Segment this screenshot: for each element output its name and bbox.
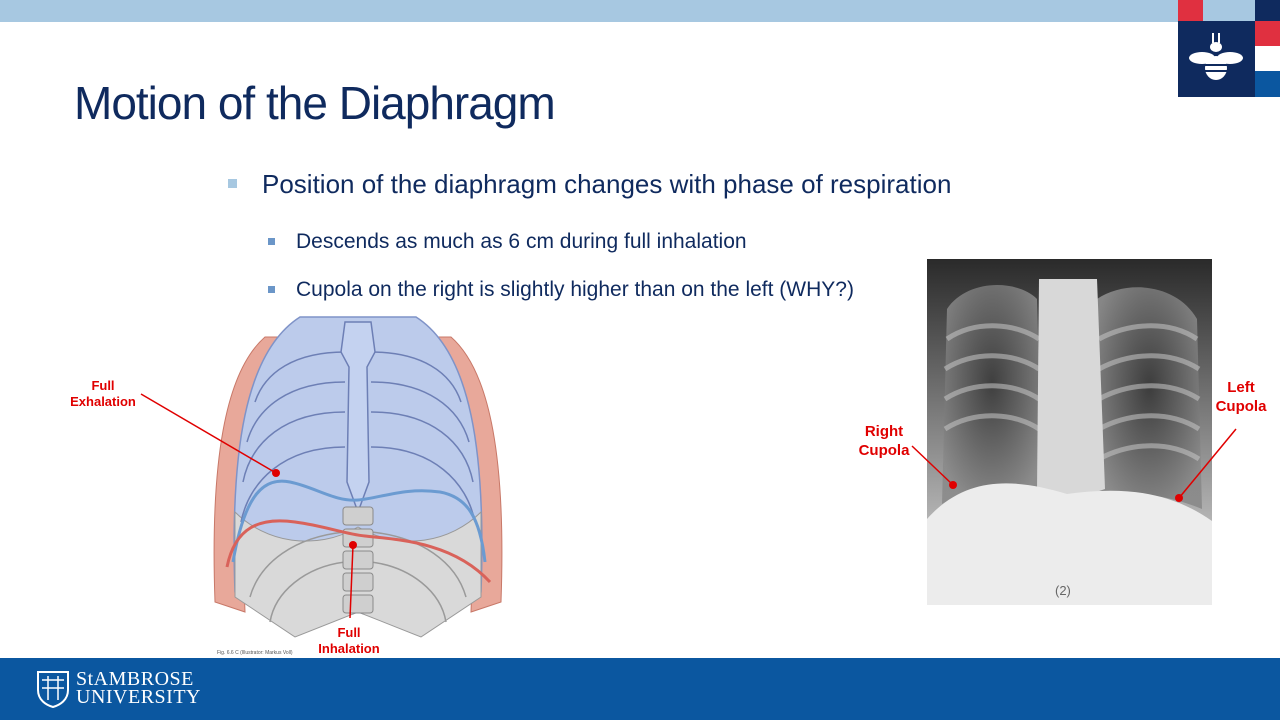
label-right-cupola: Right Cupola [858, 423, 910, 459]
bullet-marker [228, 179, 237, 188]
university-name: StAMBROSE UNIVERSITY [76, 668, 201, 708]
ribcage-illustration [213, 316, 503, 638]
top-accent-band [0, 0, 1280, 22]
chest-xray-image: (2) [927, 259, 1212, 605]
label-full-inhalation: Full Inhalation [318, 625, 380, 656]
bullet-marker [268, 286, 275, 293]
bullet-marker [268, 238, 275, 245]
bullet-level2: Descends as much as 6 cm during full inh… [296, 230, 747, 253]
footer-bar: StAMBROSE UNIVERSITY [0, 658, 1280, 720]
bullet-level1: Position of the diaphragm changes with p… [262, 169, 952, 199]
bee-logo-icon [1178, 0, 1280, 97]
bullet-level2: Cupola on the right is slightly higher t… [296, 278, 854, 301]
figure-caption: Fig. 6.6 C (Illustrator: Markus Voll) [217, 650, 293, 656]
film-mark: (2) [1055, 583, 1071, 598]
slide-title: Motion of the Diaphragm [74, 77, 556, 129]
label-full-exhalation: Full Exhalation [70, 378, 136, 409]
label-left-cupola: Left Cupola [1215, 379, 1267, 415]
university-shield-icon [37, 671, 69, 708]
